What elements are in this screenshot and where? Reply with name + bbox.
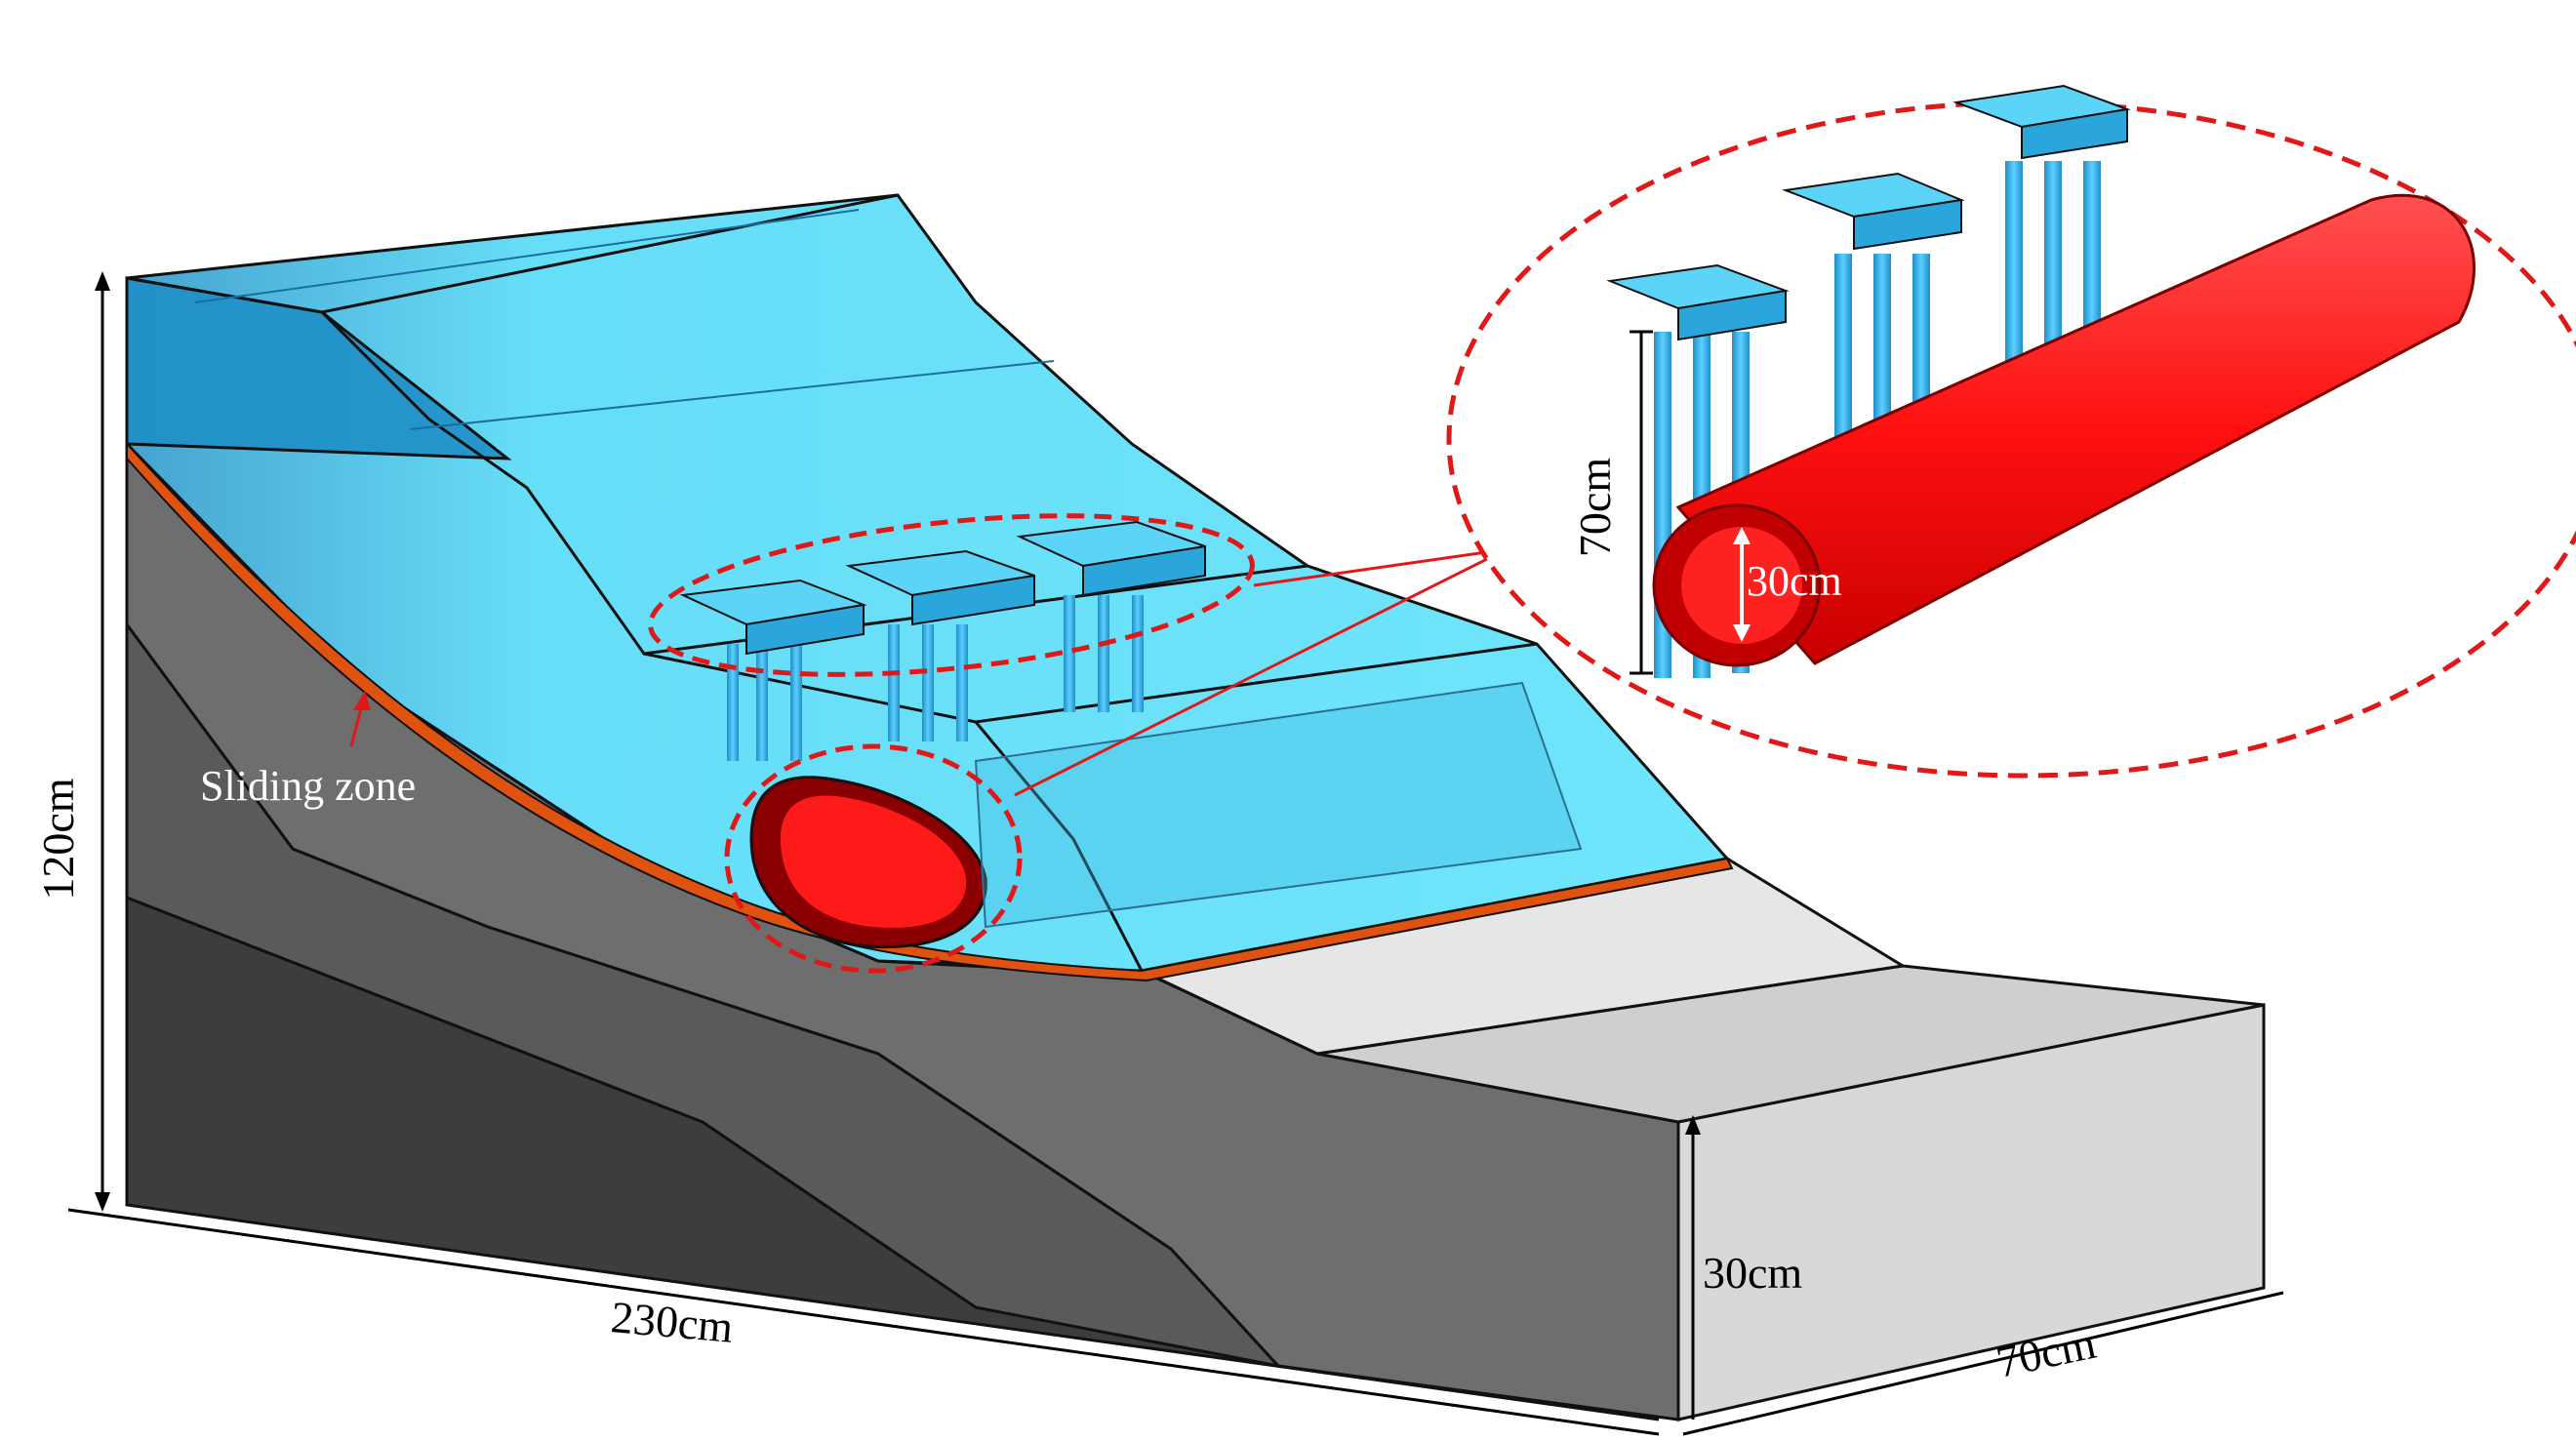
pile-unit-2 bbox=[845, 549, 1035, 741]
inset-tunnel bbox=[1652, 193, 2475, 667]
pile-unit-1 bbox=[679, 579, 867, 761]
pile-group-on-slope bbox=[679, 520, 1206, 761]
callout-leader-2 bbox=[1014, 554, 1494, 797]
detail-inset bbox=[1446, 84, 2576, 779]
tunnel-callout bbox=[724, 743, 1023, 974]
sliding-zone-band bbox=[126, 441, 1734, 982]
tunnel-height-label: 30cm bbox=[1747, 557, 1842, 605]
tunnel-lining-grid bbox=[974, 681, 1583, 929]
slope-model bbox=[125, 193, 2266, 1421]
tunnel-height-dimension bbox=[1733, 527, 1751, 642]
pile-length-label: 70cm bbox=[1570, 458, 1620, 557]
lower-bench-edge bbox=[974, 721, 1144, 972]
tunnel-portal bbox=[749, 776, 987, 949]
depth-label: 30cm bbox=[1703, 1248, 1802, 1298]
inner-lines-2 bbox=[409, 360, 1055, 430]
pile-length-dimension bbox=[1630, 330, 1653, 675]
inner-lines bbox=[194, 209, 860, 303]
overall-dimensions bbox=[67, 271, 2284, 1436]
length-label: 230cm bbox=[609, 1292, 735, 1352]
callout-leader-1 bbox=[1253, 549, 1494, 587]
pile-unit-3 bbox=[1016, 520, 1206, 712]
slope-face-edge bbox=[320, 310, 1308, 656]
inset-pile-3 bbox=[1952, 84, 2131, 376]
height-label: 120cm bbox=[33, 778, 83, 900]
pile-group-callout bbox=[648, 513, 1255, 677]
sliding-zone-label: Sliding zone bbox=[200, 762, 416, 810]
